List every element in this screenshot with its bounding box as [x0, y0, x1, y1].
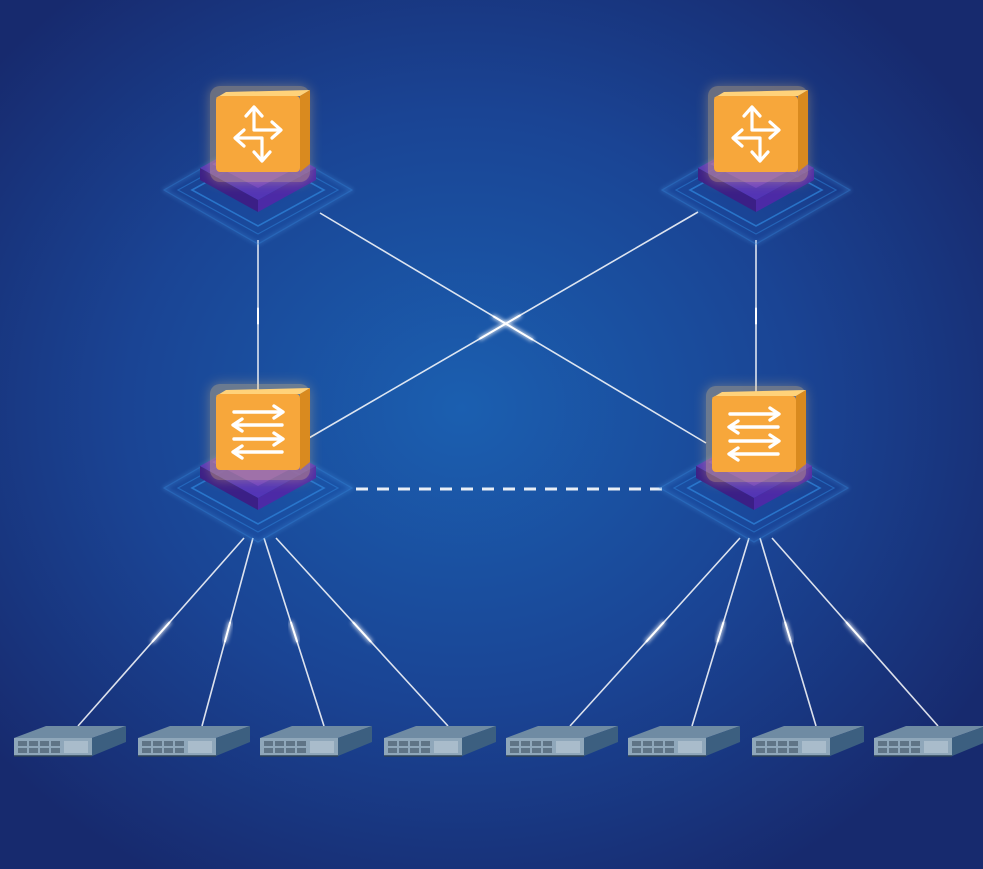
nodes-layer — [14, 86, 983, 757]
link-switch-right-to-server-6 — [691, 537, 750, 727]
server-6-node — [628, 726, 740, 757]
links-layer — [77, 211, 939, 727]
router-arrows-glyph — [731, 105, 781, 163]
router-icon — [210, 86, 310, 182]
server-4-node — [384, 726, 496, 757]
server-icon — [628, 726, 740, 757]
link-switch-left-to-server-1 — [77, 537, 245, 727]
router-arrows-glyph — [233, 105, 283, 163]
link-switch-right-to-server-8 — [771, 537, 939, 727]
server-icon — [752, 726, 864, 757]
server-icon — [384, 726, 496, 757]
server-2-node — [138, 726, 250, 757]
server-8-node — [874, 726, 983, 757]
server-5-node — [506, 726, 618, 757]
link-switch-left-to-server-2 — [201, 537, 254, 727]
router-right-node — [659, 86, 853, 246]
switch-arrows-glyph — [727, 406, 781, 462]
link-switch-left-to-server-3 — [263, 537, 325, 727]
switch-right-node — [657, 386, 851, 544]
link-switch-left-to-server-4 — [275, 537, 449, 727]
server-3-node — [260, 726, 372, 757]
router-icon — [708, 86, 808, 182]
server-1-node — [14, 726, 126, 757]
switch-icon — [706, 386, 806, 482]
link-switch-right-to-server-5 — [569, 537, 741, 727]
server-icon — [260, 726, 372, 757]
switch-left-node — [161, 384, 355, 544]
server-icon — [506, 726, 618, 757]
link-router-right-to-switch-left — [301, 211, 699, 443]
server-icon — [14, 726, 126, 757]
link-router-left-to-switch-right — [319, 212, 707, 444]
server-icon — [138, 726, 250, 757]
switch-arrows-glyph — [231, 404, 285, 460]
server-7-node — [752, 726, 864, 757]
link-switch-right-to-server-7 — [759, 537, 817, 727]
server-icon — [874, 726, 983, 757]
router-left-node — [161, 86, 355, 246]
switch-icon — [210, 384, 310, 480]
